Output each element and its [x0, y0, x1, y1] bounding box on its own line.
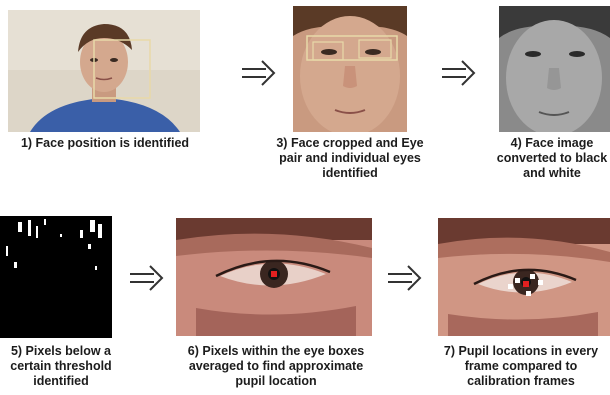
calibration-marker: [508, 284, 513, 289]
double-arrow-icon: [440, 58, 480, 88]
step1-image: [8, 10, 200, 132]
calibration-marker: [515, 278, 520, 283]
step6-caption: 6) Pixels within the eye boxes averaged …: [187, 344, 365, 388]
step3-caption: 3) Face cropped and Eye pair and individ…: [276, 136, 424, 180]
double-arrow-icon: [386, 263, 426, 293]
step4-caption: 4) Face image converted to black and whi…: [496, 136, 608, 180]
step4-image: [499, 6, 610, 132]
step3-image: [293, 6, 407, 132]
pupil-marker: [271, 271, 277, 277]
step6-image: [176, 218, 372, 336]
calibration-marker: [538, 280, 543, 285]
double-arrow-icon: [240, 58, 280, 88]
step7-image: [438, 218, 610, 336]
step7-caption: 7) Pupil locations in every frame compar…: [443, 344, 599, 388]
double-arrow-icon: [128, 263, 168, 293]
face-detection-box: [93, 39, 151, 99]
eye-pair-box: [306, 35, 398, 61]
step5-caption: 5) Pixels below a certain threshold iden…: [10, 344, 112, 388]
step1-caption: 1) Face position is identified: [20, 136, 190, 150]
left-eye-box: [312, 41, 344, 61]
right-eye-box: [358, 39, 392, 59]
calibration-marker: [530, 274, 535, 279]
pupil-marker: [523, 281, 529, 287]
calibration-marker: [526, 291, 531, 296]
step5-image: [0, 216, 112, 338]
